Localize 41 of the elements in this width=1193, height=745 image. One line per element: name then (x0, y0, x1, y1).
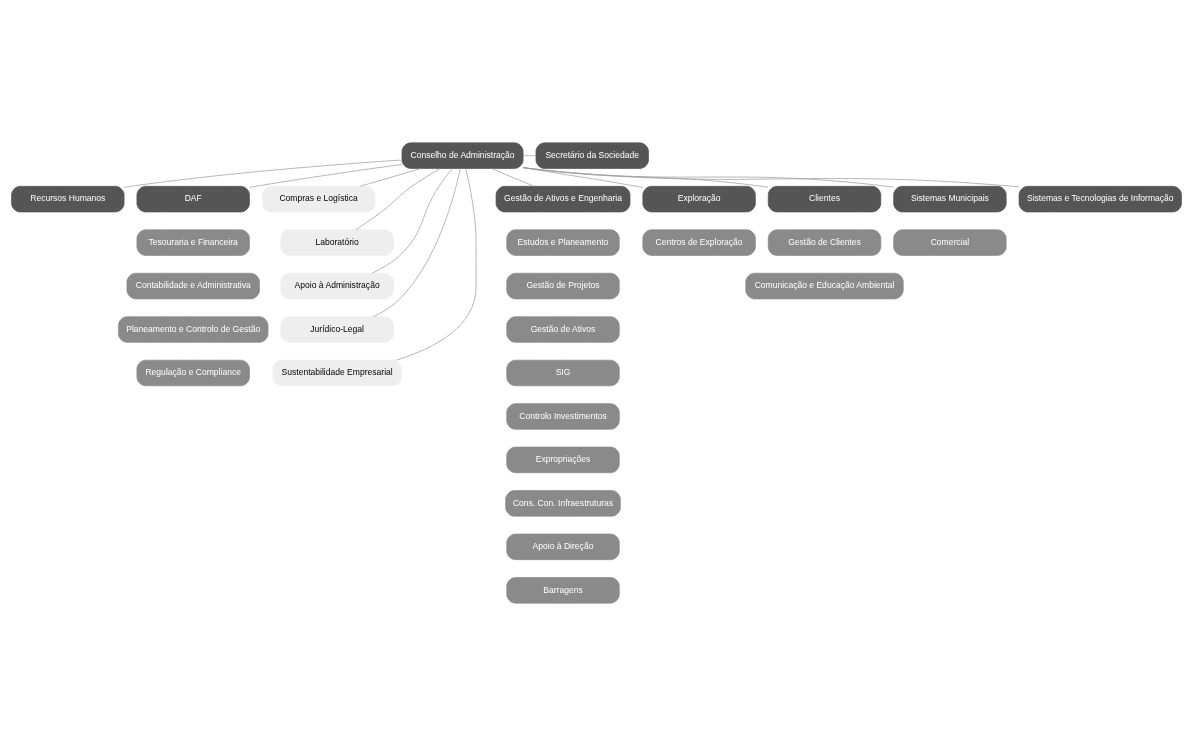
connector (522, 154, 537, 156)
node-box: DAF (136, 185, 250, 212)
node-box: Gestão de Ativos e Engenharia (495, 185, 631, 212)
node-box: Centros de Exploração (642, 228, 756, 256)
node-box: Controlo Investimentos (506, 402, 620, 430)
node-box: Regulação e Compliance (136, 359, 250, 386)
connector (373, 167, 461, 317)
node-box: Conselho de Administração (401, 142, 524, 169)
node-box: Comunicação e Educação Ambiental (745, 272, 904, 299)
node-box: Recursos Humanos (11, 185, 125, 212)
node-box: SIG (506, 359, 620, 386)
connector (359, 167, 422, 187)
connector (522, 166, 1020, 187)
node-box: Cons. Con. Infraestruturas (505, 489, 621, 517)
node-box: Gestão de Projetos (506, 272, 620, 299)
node-box: Laboratório (280, 228, 394, 256)
connector (123, 159, 403, 188)
node-box: Apoio à Administração (280, 272, 394, 299)
connector (355, 167, 441, 230)
node-box: Contabilidade e Administrativa (126, 272, 260, 299)
node-box: Compras e Logística (261, 185, 376, 212)
node-box: Sistemas e Tecnologias de Informação (1018, 185, 1182, 212)
node-box: Tesouraria e Financeira (136, 228, 250, 256)
node-box: Sustentabilidade Empresarial (272, 359, 402, 386)
connector (491, 167, 535, 187)
connector (395, 167, 477, 360)
node-box: Secretário da Sociedade (535, 142, 649, 169)
node-box: Exploração (642, 185, 756, 212)
node-box: Sistemas Municipais (893, 185, 1007, 212)
node-box: Estudos e Planeamento (506, 228, 620, 256)
node-box: Gestão de Clientes (767, 228, 882, 256)
node-box: Comercial (893, 228, 1007, 256)
node-box: Expropriações (506, 446, 620, 473)
node-box: Planeamento e Controlo de Gestão (118, 315, 269, 343)
node-box: Jurídico-Legal (280, 315, 394, 343)
connector (372, 167, 453, 273)
node-box: Barragens (506, 576, 620, 603)
node-box: Apoio à Direção (506, 533, 620, 560)
node-box: Gestão de Ativos (506, 315, 620, 343)
connector (249, 163, 403, 188)
node-box: Clientes (767, 185, 882, 212)
